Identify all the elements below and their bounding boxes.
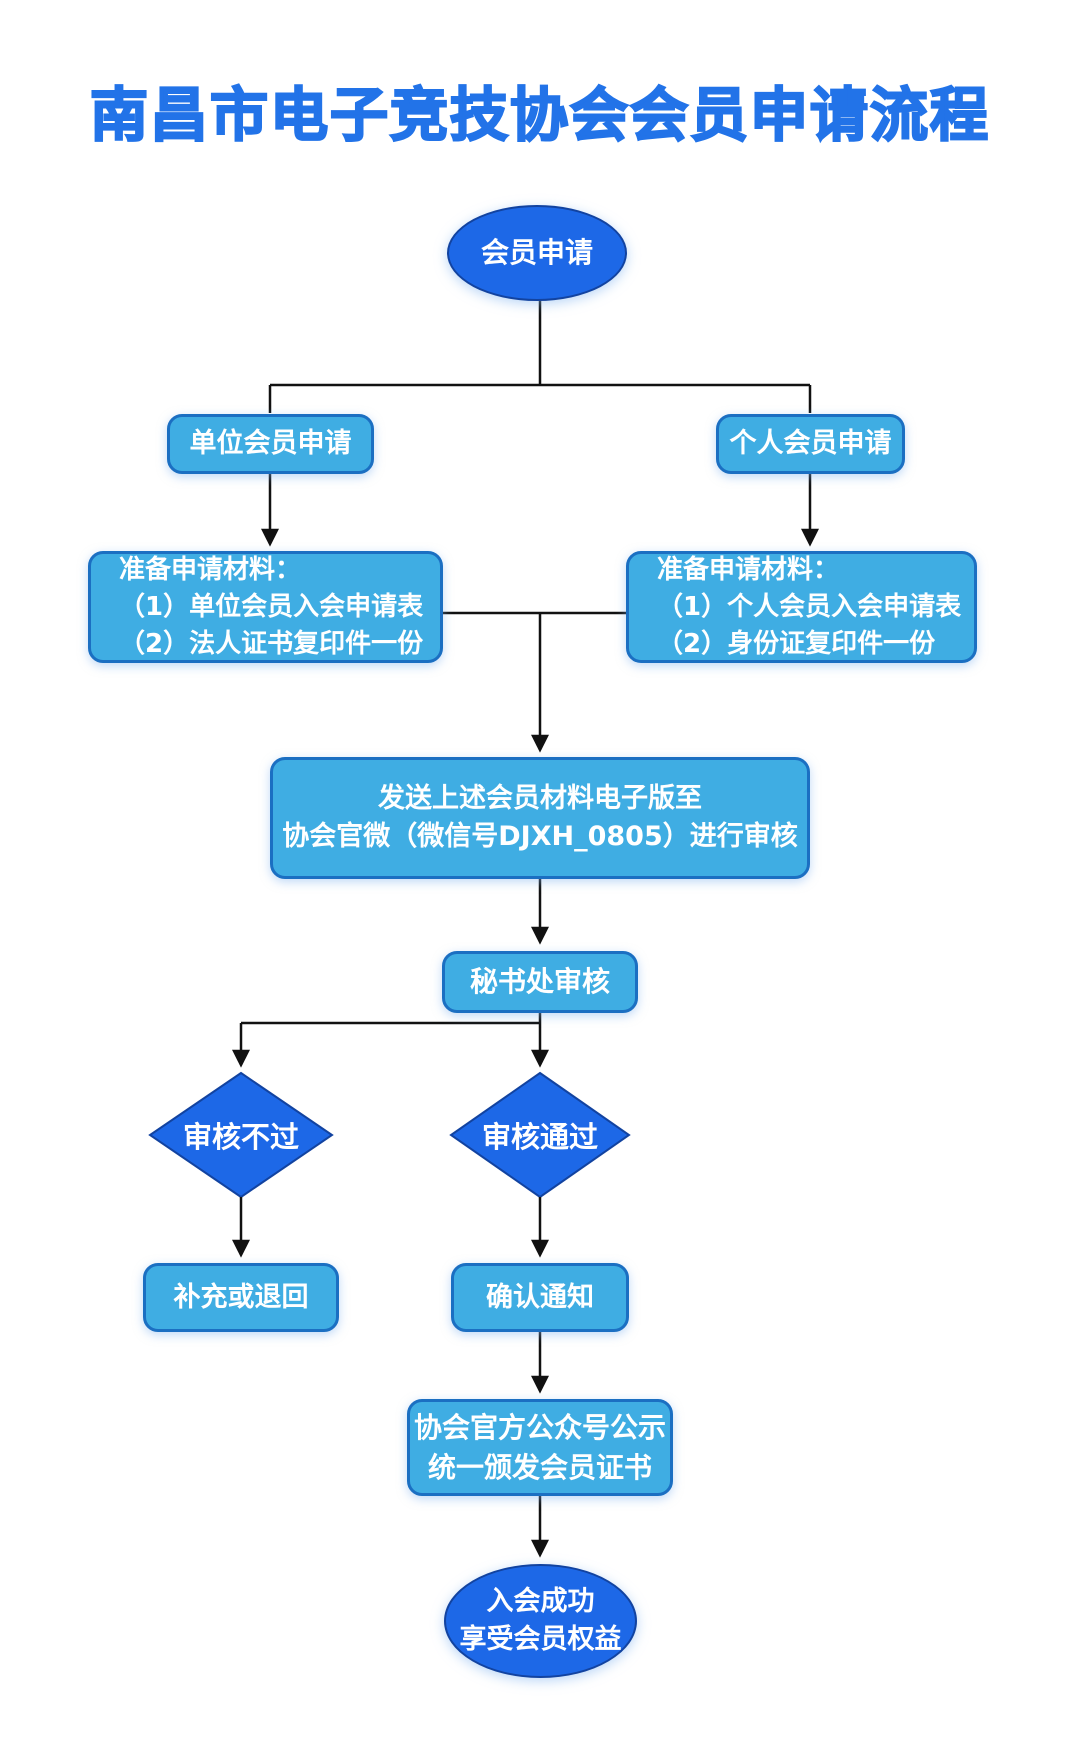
- review-pass-label: 审核通过: [481, 1120, 598, 1154]
- page-title: 南昌市电子竞技协会会员申请流程: [89, 80, 990, 150]
- unit-member-branch-node: 单位会员申请: [167, 414, 374, 474]
- unit-materials-line: （2）法人证书复印件一份: [119, 628, 424, 659]
- secretariat-review-node: 秘书处审核: [442, 951, 638, 1013]
- send-review-line: 发送上述会员材料电子版至: [378, 783, 702, 814]
- unit-materials-line: （1）单位会员入会申请表: [119, 591, 424, 622]
- send-review-node: 发送上述会员材料电子版至 协会官微（微信号DJXH_0805）进行审核: [270, 757, 810, 879]
- unit-member-branch-label: 单位会员申请: [189, 428, 352, 459]
- announce-node: 协会官方公众号公示 统一颁发会员证书: [407, 1399, 673, 1496]
- confirm-notice-node: 确认通知: [451, 1263, 629, 1332]
- personal-materials-line: （2）身份证复印件一份: [657, 628, 936, 659]
- secretariat-review-label: 秘书处审核: [469, 965, 610, 998]
- end-node-line: 入会成功: [486, 1586, 595, 1617]
- personal-materials-line: 准备申请材料：: [657, 554, 840, 585]
- personal-materials-node: 准备申请材料： （1）个人会员入会申请表 （2）身份证复印件一份: [626, 551, 977, 663]
- unit-materials-line: 准备申请材料：: [119, 554, 302, 585]
- supplement-return-node: 补充或退回: [143, 1263, 339, 1332]
- confirm-notice-label: 确认通知: [486, 1281, 594, 1313]
- supplement-return-label: 补充或退回: [173, 1281, 309, 1313]
- end-node-line: 享受会员权益: [459, 1624, 622, 1655]
- personal-member-branch-label: 个人会员申请: [729, 428, 892, 459]
- review-fail-label: 审核不过: [182, 1120, 299, 1154]
- unit-materials-node: 准备申请材料： （1）单位会员入会申请表 （2）法人证书复印件一份: [88, 551, 443, 663]
- personal-member-branch-node: 个人会员申请: [716, 414, 905, 474]
- end-node: 入会成功 享受会员权益: [444, 1564, 637, 1678]
- send-review-line: 协会官微（微信号DJXH_0805）进行审核: [282, 821, 798, 852]
- personal-materials-line: （1）个人会员入会申请表: [657, 591, 962, 622]
- start-node-label: 会员申请: [480, 236, 593, 269]
- announce-line: 统一颁发会员证书: [427, 1450, 652, 1484]
- announce-line: 协会官方公众号公示: [413, 1410, 666, 1444]
- start-node: 会员申请: [447, 205, 627, 301]
